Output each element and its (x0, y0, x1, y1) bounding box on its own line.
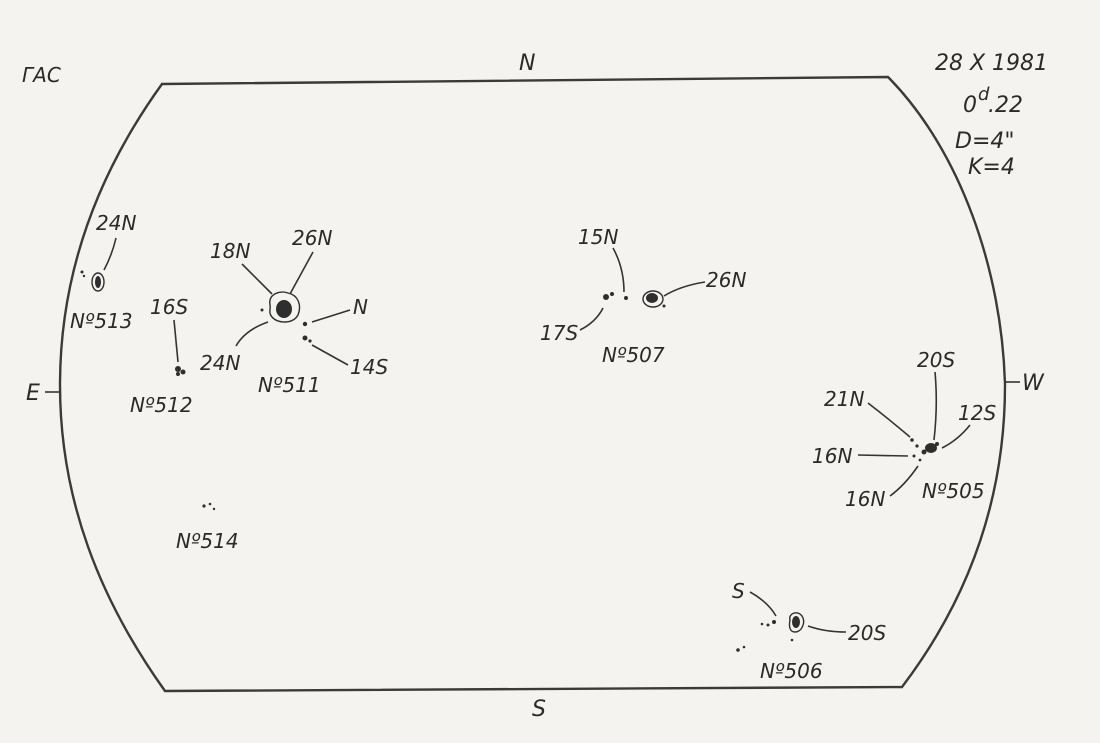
group-512: 16S Nº512 (130, 295, 193, 417)
time-sup: d (978, 84, 990, 105)
group-507: 15N 26N 17S Nº507 (540, 225, 746, 367)
date-label: 28 X 1981 (935, 51, 1048, 76)
observatory-label: ГАС (22, 63, 61, 87)
g513-number: Nº513 (70, 309, 133, 333)
g507-label-0: 15N (578, 225, 618, 249)
g511-label-2: N (353, 295, 368, 319)
group-514: Nº514 (176, 502, 239, 553)
time-frac: .22 (988, 93, 1023, 118)
g511-label-4: 14S (350, 355, 388, 379)
g507-label-1: 26N (706, 268, 746, 292)
g511-label-1: 26N (292, 226, 332, 250)
g505-label-1: 21N (824, 387, 864, 411)
g506-label-1: 20S (848, 621, 886, 645)
g506-label-0: S (732, 579, 745, 603)
g507-number: Nº507 (602, 343, 665, 367)
g505-label-4: 16N (845, 487, 885, 511)
time-main: 0 (963, 93, 977, 118)
group-506: S 20S Nº506 (732, 579, 886, 683)
g511-number: Nº511 (258, 373, 321, 397)
g505-number: Nº505 (922, 479, 985, 503)
g511-label-3: 24N (200, 351, 240, 375)
group-511: 18N 26N N 24N 14S Nº511 (200, 226, 388, 397)
south-label: S (532, 697, 546, 722)
solar-disk-outline (58, 75, 1007, 693)
g506-number: Nº506 (760, 659, 823, 683)
g505-label-0: 20S (917, 348, 955, 372)
g507-label-2: 17S (540, 321, 578, 345)
west-label: W (1022, 371, 1045, 396)
g512-label-0: 16S (150, 295, 188, 319)
g511-label-0: 18N (210, 239, 250, 263)
k-value-label: K=4 (968, 155, 1015, 180)
east-label: E (26, 381, 40, 406)
north-label: N (519, 51, 535, 76)
g505-label-3: 16N (812, 444, 852, 468)
g505-label-2: 12S (958, 401, 996, 425)
g513-label-0: 24N (96, 211, 136, 235)
group-513: 24N Nº513 (70, 211, 136, 333)
group-505: 20S 21N 12S 16N 16N Nº505 (812, 348, 996, 511)
g514-number: Nº514 (176, 529, 239, 553)
diameter-label: D=4" (955, 129, 1015, 154)
g512-number: Nº512 (130, 393, 193, 417)
